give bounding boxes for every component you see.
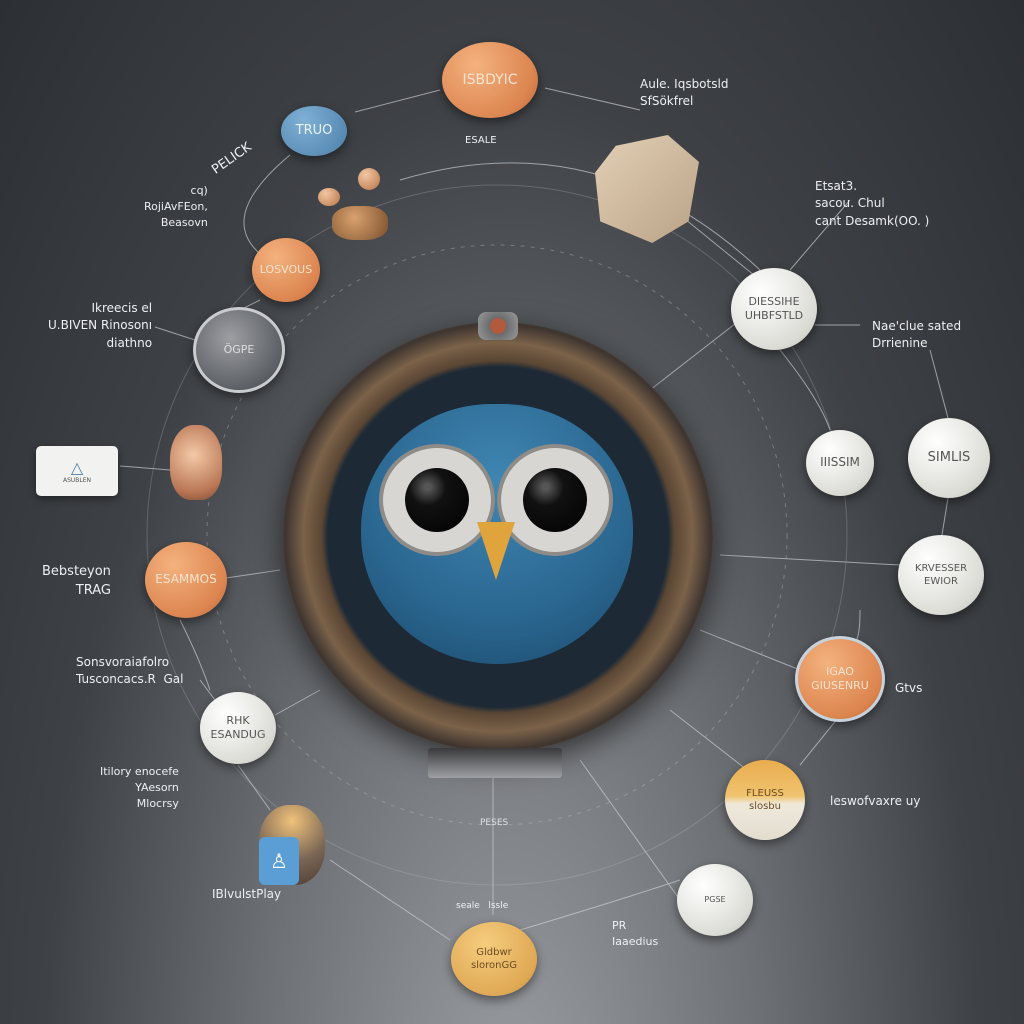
label-right-upper: Etsat3. sacou. Chul cant Desamk(OO. ) [815, 179, 930, 228]
node-bottom[interactable]: Gldbwr sloronGG [451, 922, 537, 996]
node-orange-left[interactable]: LOSVOUS [252, 238, 320, 302]
node-yellow-right[interactable]: FLEUSS slosbu [725, 760, 805, 840]
label-right-lower: Gtvs [895, 681, 923, 695]
card-label: ASUBLEN [62, 477, 92, 484]
node-silver-left[interactable]: ÖGPE [193, 307, 285, 393]
label-left-lower: Sonsvoraiafolro Tusconcacs.R Gal [76, 655, 184, 687]
label-bottom-right: PR Iaaedius [612, 919, 659, 948]
label-right-mid: Nae'clue sated Drrienine [872, 319, 962, 351]
label-bottom-mid: PESES [480, 818, 509, 828]
owl-eye-left [379, 444, 495, 556]
label-left-bottom: Itilory enocefe YAesorn Mlocrsy [100, 765, 179, 810]
node-white-right[interactable]: IIISSIM [806, 430, 874, 496]
copper-balls-icon [318, 168, 390, 242]
node-white-right-low[interactable]: KRVESSER EWIOR [898, 535, 984, 615]
node-white-lower-left[interactable]: RHK ESANDUG [200, 692, 276, 764]
label-bottom-small: seale lssle [456, 901, 509, 911]
node-orange-mid-left[interactable]: ESAMMOS [145, 542, 227, 618]
node-white-far-right[interactable]: SIMLIS [908, 418, 990, 498]
label-bag: IBlvulstPlay [212, 887, 282, 901]
label-top-caption: ESALE [465, 135, 497, 146]
label-left-mid: Bebsteyon TRAG [42, 564, 111, 598]
label-upper-left: cq) RojiAvFEon, Beasovn [144, 184, 208, 229]
card-icon[interactable]: △ ASUBLEN [36, 446, 118, 496]
peach-object-icon [170, 425, 222, 500]
label-right-bottom: leswofvaxre uy [830, 794, 921, 808]
node-top[interactable]: ISBDYIC [442, 42, 538, 118]
owl-eye-right [497, 444, 613, 556]
node-orange-right[interactable]: IGAO GIUSENRU [795, 636, 885, 722]
node-blue-top[interactable]: TRUO [281, 106, 347, 156]
central-owl-device[interactable] [283, 322, 713, 752]
top-knob-icon [478, 312, 518, 340]
node-white-bottom-right[interactable]: PGSE [677, 864, 753, 936]
triangle-logo-icon: △ [70, 458, 84, 477]
label-top-right: Aule. Iqsbotsld SfSökfrel [640, 77, 729, 109]
bag-icon[interactable]: ♙ [255, 805, 327, 887]
label-left-upper: Ikreecis el U.BIVEN Rinosonı diathno [48, 301, 153, 350]
rock-icon [595, 135, 699, 243]
bottom-connector-icon [428, 748, 562, 778]
node-white-upper-right[interactable]: DIESSIHE UHBFSTLD [731, 268, 817, 350]
